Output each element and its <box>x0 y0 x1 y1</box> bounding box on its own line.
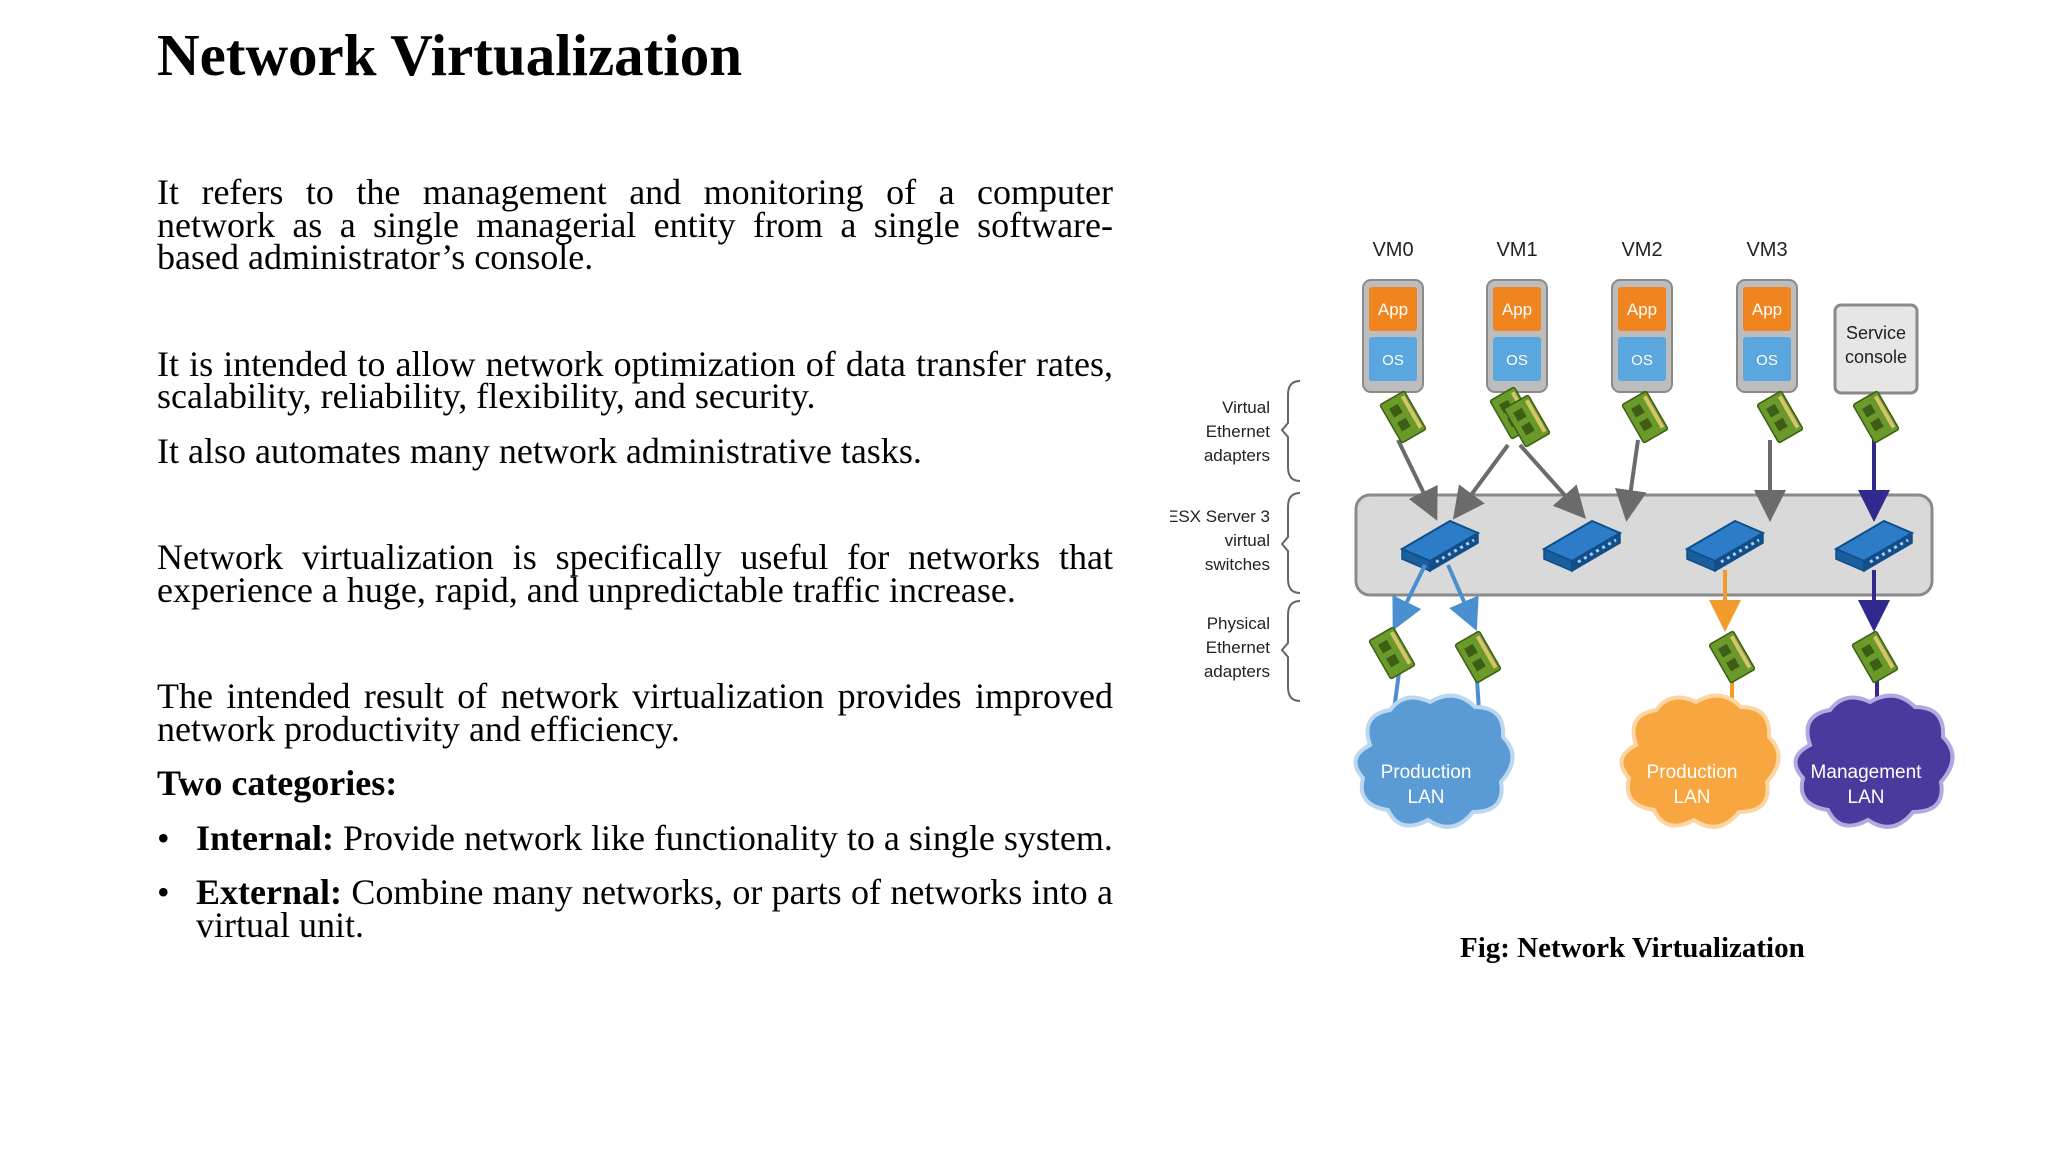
page-title: Network Virtualization <box>157 22 743 88</box>
vm-label-2: VM2 <box>1621 239 1662 261</box>
svg-text:OS: OS <box>1382 352 1404 369</box>
svg-text:Physical: Physical <box>1207 614 1270 633</box>
svg-text:App: App <box>1378 300 1408 319</box>
svg-text:App: App <box>1752 300 1782 319</box>
paragraph-automation: It also automates many network administr… <box>157 430 922 471</box>
svg-text:LAN: LAN <box>1674 787 1711 808</box>
svg-text:OS: OS <box>1631 352 1653 369</box>
svg-text:Management: Management <box>1811 762 1923 783</box>
paragraph-definition: It refers to the management and monitori… <box>157 172 1113 277</box>
paragraph-result: The intended result of network virtualiz… <box>157 676 1113 749</box>
categories-heading: Two categories: <box>157 763 398 803</box>
svg-text:adapters: adapters <box>1204 662 1270 681</box>
svg-text:Ethernet: Ethernet <box>1206 422 1271 441</box>
label-physical-adapters: Physical Ethernet adapters <box>1204 614 1270 681</box>
vm-box-1: App OS <box>1486 279 1548 393</box>
vm-box-2: App OS <box>1611 279 1673 393</box>
bullet-text-internal: Provide network like functionality to a … <box>343 817 1113 858</box>
network-virtualization-diagram: VM0 VM1 VM2 VM3 App OS App OS App OS App… <box>1170 225 1970 875</box>
svg-text:Production: Production <box>1381 762 1472 783</box>
bullet-dot: • <box>157 817 170 858</box>
vm-label-1: VM1 <box>1496 239 1537 261</box>
bullet-dot: • <box>157 872 170 912</box>
vm-label-0: VM0 <box>1372 239 1413 261</box>
lan-cloud-production-2: Production LAN <box>1619 693 1781 829</box>
svg-text:LAN: LAN <box>1408 787 1445 808</box>
lan-cloud-production-1: Production LAN <box>1353 693 1515 829</box>
lan-cloud-management: Management LAN <box>1793 693 1955 829</box>
svg-text:switches: switches <box>1205 555 1270 574</box>
paragraph-purpose: It is intended to allow network optimiza… <box>157 343 1113 416</box>
svg-text:Ethernet: Ethernet <box>1206 638 1271 657</box>
svg-text:Service: Service <box>1846 323 1906 343</box>
bullet-term-internal: Internal: <box>196 817 334 858</box>
virtual-nics <box>1379 386 1900 448</box>
svg-text:virtual: virtual <box>1225 531 1270 550</box>
svg-text:LAN: LAN <box>1848 787 1885 808</box>
svg-text:console: console <box>1845 347 1907 367</box>
svg-text:App: App <box>1627 300 1657 319</box>
svg-text:ESX Server 3: ESX Server 3 <box>1170 507 1270 526</box>
bullet-text-external: Combine many networks, or parts of netwo… <box>196 872 1113 945</box>
svg-text:OS: OS <box>1506 352 1528 369</box>
svg-text:Production: Production <box>1647 762 1738 783</box>
bullet-internal: • Internal: Provide network like functio… <box>157 817 1113 858</box>
svg-text:OS: OS <box>1756 352 1778 369</box>
bullet-term-external: External: <box>196 872 342 912</box>
svg-text:Virtual: Virtual <box>1222 398 1270 417</box>
label-virtual-adapters: Virtual Ethernet adapters <box>1204 398 1270 465</box>
vm-label-3: VM3 <box>1746 239 1787 261</box>
physical-nics <box>1368 626 1899 684</box>
vm-box-3: App OS <box>1736 279 1798 393</box>
service-console-box: Service console <box>1833 303 1919 395</box>
bullet-external: • External: Combine many networks, or pa… <box>157 872 1113 942</box>
label-esx-switches: ESX Server 3 virtual switches <box>1170 507 1270 574</box>
virtual-links <box>1396 439 1890 522</box>
svg-text:adapters: adapters <box>1204 446 1270 465</box>
slide-body: It refers to the management and monitori… <box>157 170 1113 942</box>
paragraph-usefulness: Network virtualization is specifically u… <box>157 537 1113 610</box>
vm-box-0: App OS <box>1362 279 1424 393</box>
svg-text:App: App <box>1502 300 1532 319</box>
figure-caption: Fig: Network Virtualization <box>1460 932 1805 964</box>
